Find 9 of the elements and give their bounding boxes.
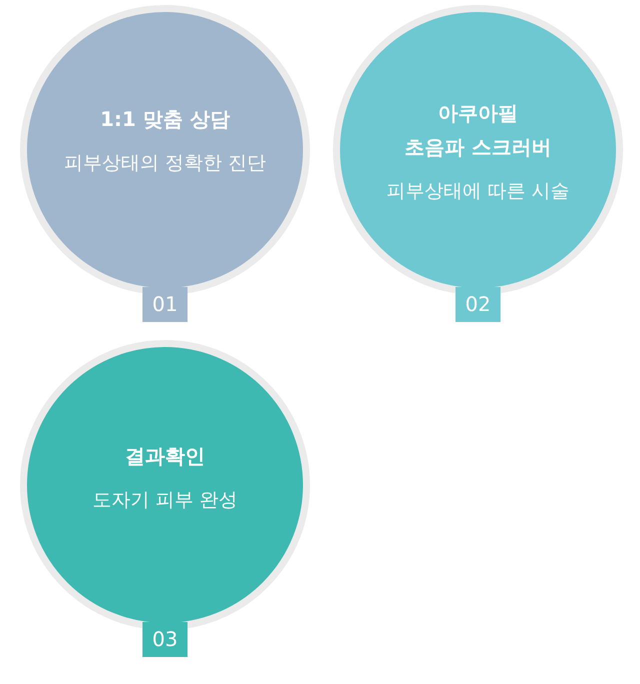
step-number-badge: 03 bbox=[142, 622, 188, 657]
step-description: 도자기 피부 완성 bbox=[92, 488, 238, 513]
step-title: 아쿠아필 초음파 스크러버 bbox=[404, 100, 552, 161]
step-number-badge: 02 bbox=[456, 287, 500, 322]
step-description: 피부상태에 따른 시술 bbox=[386, 179, 570, 204]
step-number-badge: 01 bbox=[142, 287, 188, 322]
step-title: 1:1 맞춤 상담 bbox=[100, 106, 230, 133]
step-title: 결과확인 bbox=[125, 443, 205, 470]
step-description: 피부상태의 정확한 진단 bbox=[64, 151, 266, 176]
